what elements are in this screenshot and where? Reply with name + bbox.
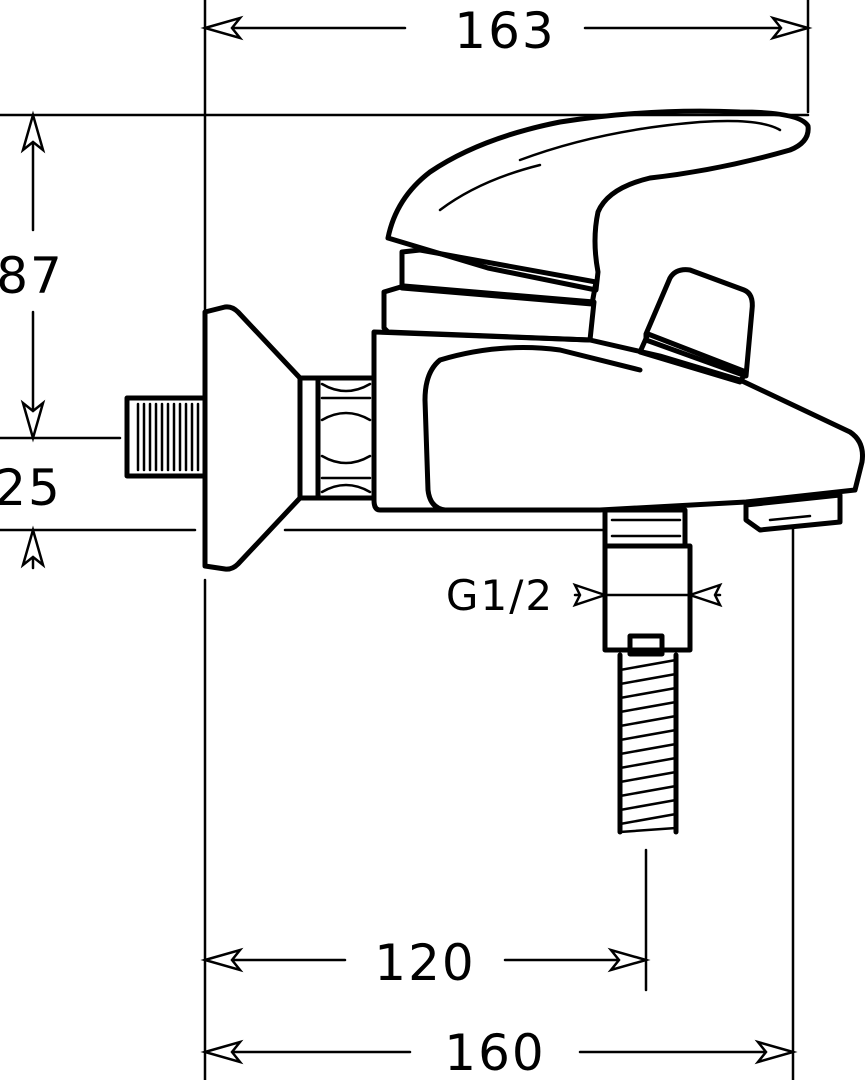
- spout-aerator: [743, 492, 843, 533]
- dimension-160: 160: [200, 1024, 798, 1080]
- dim-label-163: 163: [454, 2, 555, 60]
- arrow-25: [20, 525, 46, 569]
- dimension-25: 25: [0, 459, 62, 570]
- shower-hose: [617, 652, 679, 835]
- dimension-120: 120: [200, 934, 651, 992]
- hose-ferrule: [627, 633, 665, 657]
- mixer-body: [371, 329, 865, 513]
- hose-connector-nut: [602, 507, 688, 549]
- lever-highlight: [438, 119, 782, 212]
- nut-body: [315, 375, 377, 501]
- arrow-120-right: [607, 947, 651, 973]
- arrow-thread-left: [572, 582, 609, 608]
- diverter-knob-ring: [637, 331, 749, 385]
- dim-label-25: 25: [0, 459, 62, 517]
- hose-connector-lines: [610, 518, 682, 538]
- dim-label-87: 87: [0, 247, 64, 305]
- diverter-knob: [643, 267, 755, 379]
- cartridge-neck: [399, 247, 599, 307]
- dimension-163: 163: [200, 2, 813, 60]
- extension-lines: [0, 0, 810, 1080]
- arrow-87-top: [20, 110, 46, 154]
- nut-collar: [297, 375, 321, 501]
- dim-label-120: 120: [374, 934, 475, 992]
- hex-nut: [297, 375, 377, 501]
- nut-facets: [320, 382, 372, 494]
- dim-label-thread: G1/2: [446, 571, 554, 620]
- threaded-inlet: [124, 395, 208, 479]
- arrow-163-right: [769, 15, 813, 41]
- hose-connector: G1/2: [446, 507, 723, 657]
- lever-handle: [385, 108, 811, 293]
- arrow-160-right: [754, 1039, 798, 1065]
- dimension-87: 87: [0, 110, 64, 443]
- arrow-160-left: [200, 1039, 244, 1065]
- spout-aerator-detail: [768, 514, 812, 522]
- hose-coils: [618, 658, 678, 834]
- arrow-163-left: [200, 15, 244, 41]
- arrow-120-left: [200, 947, 244, 973]
- dim-label-160: 160: [444, 1024, 545, 1080]
- inlet-thread-lines: [136, 402, 200, 472]
- arrow-87-bottom: [20, 399, 46, 443]
- arrow-thread-right: [686, 582, 723, 608]
- hose-connector-body: [602, 543, 693, 653]
- mixer-body-bevel: [422, 345, 643, 513]
